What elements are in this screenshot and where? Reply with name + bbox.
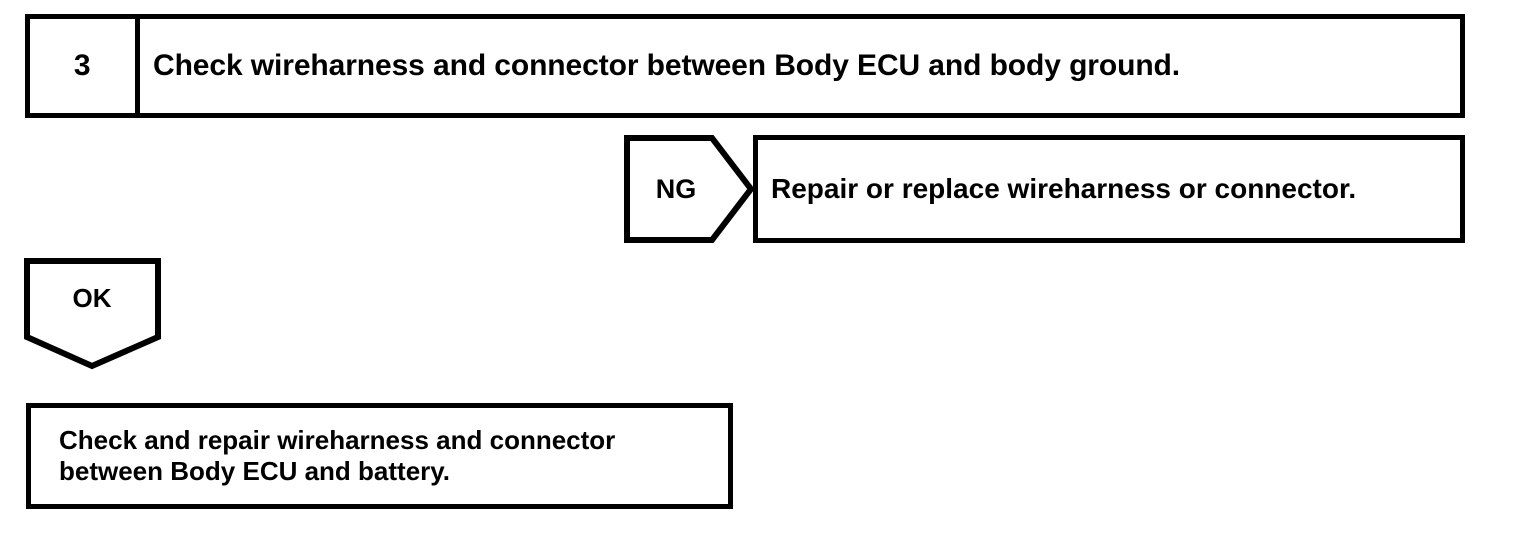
ok-result-line-1: Check and repair wireharness and connect…: [59, 425, 616, 456]
ok-branch-label: OK: [72, 282, 112, 313]
step-number: 3: [30, 19, 140, 113]
ok-branch-arrow: OK: [24, 258, 164, 370]
step-instruction: Check wireharness and connector between …: [153, 49, 1181, 82]
step-box: 3 Check wireharness and connector betwee…: [25, 14, 1465, 118]
ng-result-box: Repair or replace wireharness or connect…: [753, 135, 1465, 243]
ok-result-line-2: between Body ECU and battery.: [59, 456, 451, 486]
ng-arrow-shape: [624, 135, 754, 243]
ng-branch-label: NG: [655, 173, 697, 204]
ng-branch-arrow: NG: [624, 135, 754, 243]
ok-arrow-shape: [24, 258, 161, 370]
ok-result-box: Check and repair wireharness and connect…: [26, 403, 733, 509]
